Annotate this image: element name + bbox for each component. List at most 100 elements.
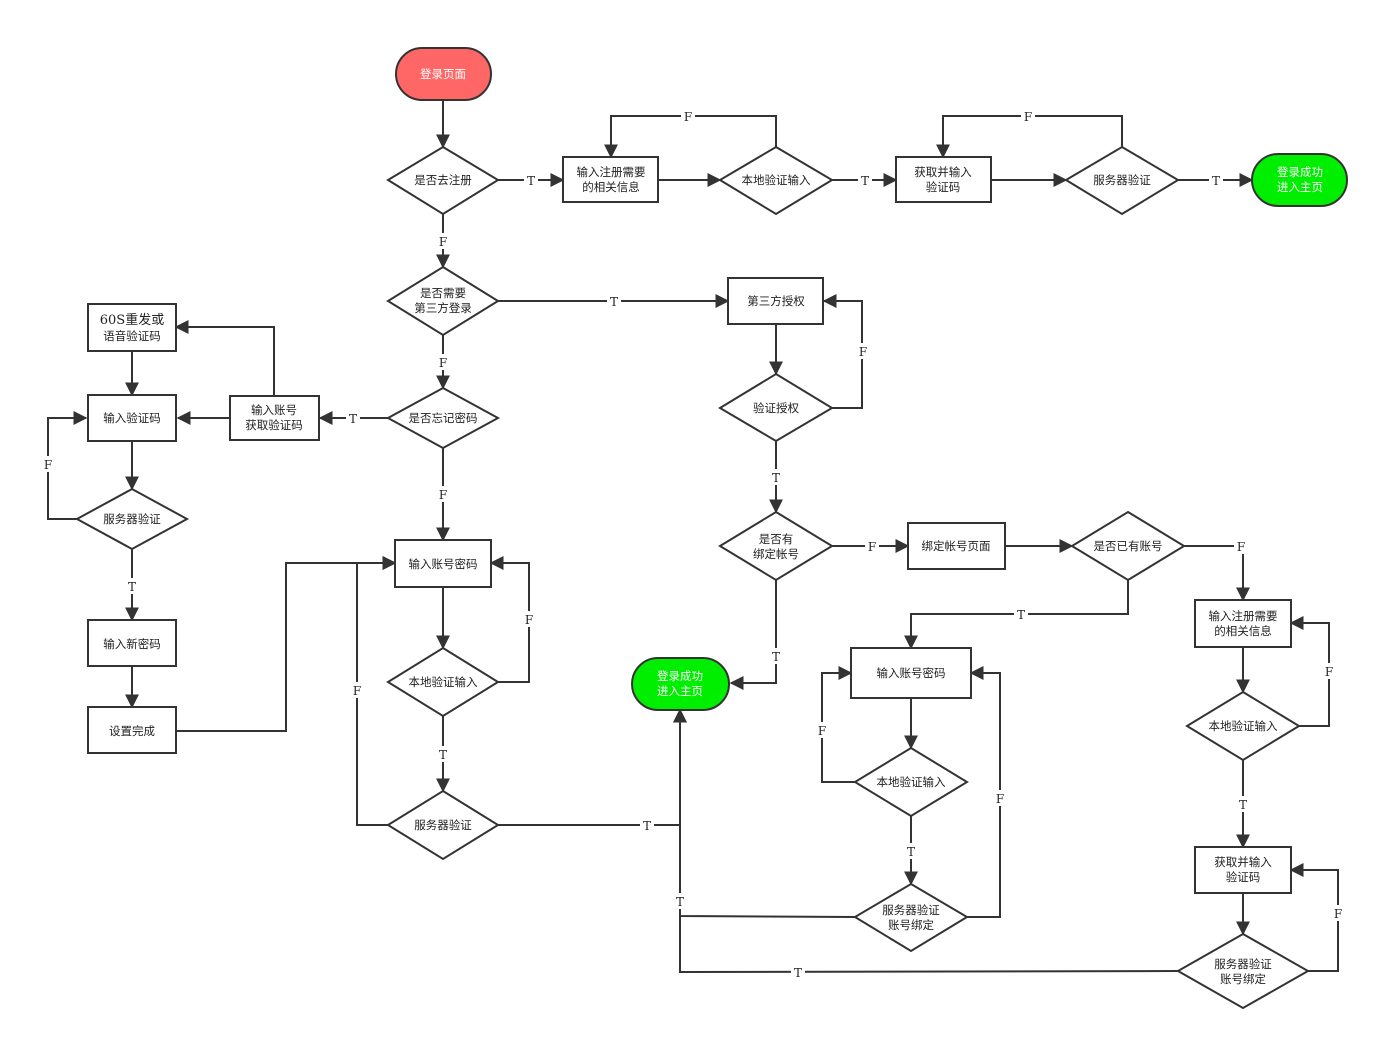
edge-label-true: T	[1212, 174, 1220, 188]
process-box	[87, 303, 177, 352]
register-info2-line1: 输入注册需要	[1209, 609, 1278, 623]
server-verify-top-label: 服务器验证	[1093, 173, 1151, 187]
end-terminal	[1251, 153, 1348, 207]
edge-label-true: T	[349, 412, 357, 426]
edge-label-true: T	[861, 174, 869, 188]
input-account-password2-node[interactable]: 输入账号密码	[850, 647, 972, 699]
edge-label-false: F	[439, 235, 447, 249]
success-top-line1: 登录成功	[1277, 165, 1323, 179]
local-verify-mid-node[interactable]: 本地验证输入	[386, 646, 500, 718]
new-password-node[interactable]: 输入新密码	[87, 619, 177, 667]
server-verify-left-node[interactable]: 服务器验证	[74, 487, 190, 551]
bound-decision-line1: 是否有	[759, 532, 794, 546]
edge-label-true: T	[1014, 606, 1028, 622]
success-top-line2: 进入主页	[1277, 180, 1323, 194]
thirdparty-decision-line1: 是否需要	[420, 286, 466, 300]
thirdparty-auth-node[interactable]: 第三方授权	[727, 277, 824, 325]
decision-diamond	[385, 386, 501, 450]
edge-label-true: T	[1017, 608, 1025, 622]
server-verify-top-node[interactable]: 服务器验证	[1064, 145, 1180, 216]
verify-auth-label: 验证授权	[753, 401, 799, 415]
edge-input-acc-getcode-to-resend	[174, 320, 275, 396]
input-account-getcode-node[interactable]: 输入账号 获取验证码	[229, 395, 320, 441]
decision-diamond	[386, 789, 500, 861]
register-info-node[interactable]: 输入注册需要 的相关信息	[562, 156, 659, 203]
edge-label-false: F	[353, 684, 361, 698]
edge-label-true: T	[907, 845, 915, 859]
nodes: 登录页面 是否去注册 输入注册需要 的相关信息 本地验证输入 获取并输入 验证码…	[74, 47, 1348, 1010]
bound-decision-node[interactable]: 是否有 绑定帐号	[718, 510, 834, 582]
edge-hasaccount-to-reginfo2	[1184, 545, 1250, 602]
resend-code-node[interactable]: 60S重发或 语音验证码	[87, 303, 177, 352]
process-box	[1194, 599, 1292, 648]
success-mid-node[interactable]: 登录成功 进入主页	[631, 657, 730, 711]
server-bind-register-node[interactable]: 服务器验证 账号绑定	[1175, 932, 1311, 1010]
input-code-node[interactable]: 输入验证码	[87, 394, 177, 442]
edge-label-true: T	[772, 471, 780, 485]
edge-label-false: F	[522, 611, 536, 627]
process-box	[1194, 846, 1292, 894]
edge-label-false: F	[525, 613, 533, 627]
decision-diamond	[718, 145, 834, 216]
set-done-node[interactable]: 设置完成	[87, 706, 177, 754]
register-info2-node[interactable]: 输入注册需要 的相关信息	[1194, 599, 1292, 648]
edge-label-false: F	[993, 790, 1007, 806]
login-page-node[interactable]: 登录页面	[395, 47, 492, 101]
edge-label-false: F	[865, 538, 879, 554]
edge-label-false: F	[41, 456, 55, 472]
forgot-password-decision-node[interactable]: 是否忘记密码	[385, 386, 501, 450]
server-bind-line2: 账号绑定	[888, 918, 934, 932]
edge-label-true: T	[858, 172, 872, 188]
decision-diamond	[386, 646, 500, 718]
local-verify-top-node[interactable]: 本地验证输入	[718, 145, 834, 216]
decision-diamond	[1185, 690, 1301, 762]
get-code-register-node[interactable]: 获取并输入 验证码	[1194, 846, 1292, 894]
register-decision-label: 是否去注册	[414, 173, 472, 187]
thirdparty-decision-node[interactable]: 是否需要 第三方登录	[386, 265, 500, 337]
edge-done-to-input-acc-pwd	[177, 556, 397, 732]
local-verify-bind-label: 本地验证输入	[877, 775, 946, 789]
register-decision-node[interactable]: 是否去注册	[386, 145, 500, 216]
edge-label-false: F	[436, 486, 450, 502]
resend-code-line1: 60S重发或	[100, 312, 164, 328]
edge-label-false: F	[1325, 665, 1333, 679]
get-code-top-line1: 获取并输入	[914, 165, 972, 179]
has-account-label: 是否已有账号	[1094, 539, 1163, 553]
register-info-line2: 的相关信息	[582, 180, 640, 194]
edge-label-true: T	[524, 172, 538, 188]
bound-decision-line2: 绑定帐号	[753, 547, 799, 561]
decision-diamond	[74, 487, 190, 551]
input-code-label: 输入验证码	[103, 411, 161, 425]
server-verify-mid-node[interactable]: 服务器验证	[386, 789, 500, 861]
local-verify-bind-node[interactable]: 本地验证输入	[853, 746, 969, 818]
edge-label-true: T	[791, 964, 805, 980]
bind-page-node[interactable]: 绑定帐号页面	[907, 522, 1006, 570]
server-bind-node[interactable]: 服务器验证 账号绑定	[853, 882, 969, 953]
forgot-password-label: 是否忘记密码	[409, 411, 478, 425]
edge-label-true: T	[128, 580, 136, 594]
edge-label-false: F	[856, 343, 870, 359]
decision-diamond	[718, 372, 834, 443]
edge-label-true: T	[607, 293, 621, 309]
input-account-password-node[interactable]: 输入账号密码	[394, 539, 492, 588]
process-box	[394, 539, 492, 588]
edge-label-true: T	[772, 650, 780, 664]
success-mid-line2: 进入主页	[657, 684, 703, 698]
server-bind-register-line1: 服务器验证	[1214, 957, 1272, 971]
has-account-decision-node[interactable]: 是否已有账号	[1070, 510, 1186, 582]
edge-label-true: T	[769, 469, 783, 485]
get-code-top-node[interactable]: 获取并输入 验证码	[895, 156, 992, 203]
verify-auth-node[interactable]: 验证授权	[718, 372, 834, 443]
process-box	[562, 156, 659, 203]
edge-labels: T F F F F T F T T F T F	[41, 108, 1345, 980]
edge-label-false: F	[684, 110, 692, 124]
bind-page-label: 绑定帐号页面	[922, 539, 991, 553]
success-top-node[interactable]: 登录成功 进入主页	[1251, 153, 1348, 207]
decision-diamond	[386, 265, 500, 337]
edge-label-false: F	[1021, 108, 1035, 124]
local-verify-register-node[interactable]: 本地验证输入	[1185, 690, 1301, 762]
edge-label-false: F	[996, 792, 1004, 806]
process-box	[87, 706, 177, 754]
input-account-password-label: 输入账号密码	[409, 557, 478, 571]
edge-label-false: F	[1024, 110, 1032, 124]
